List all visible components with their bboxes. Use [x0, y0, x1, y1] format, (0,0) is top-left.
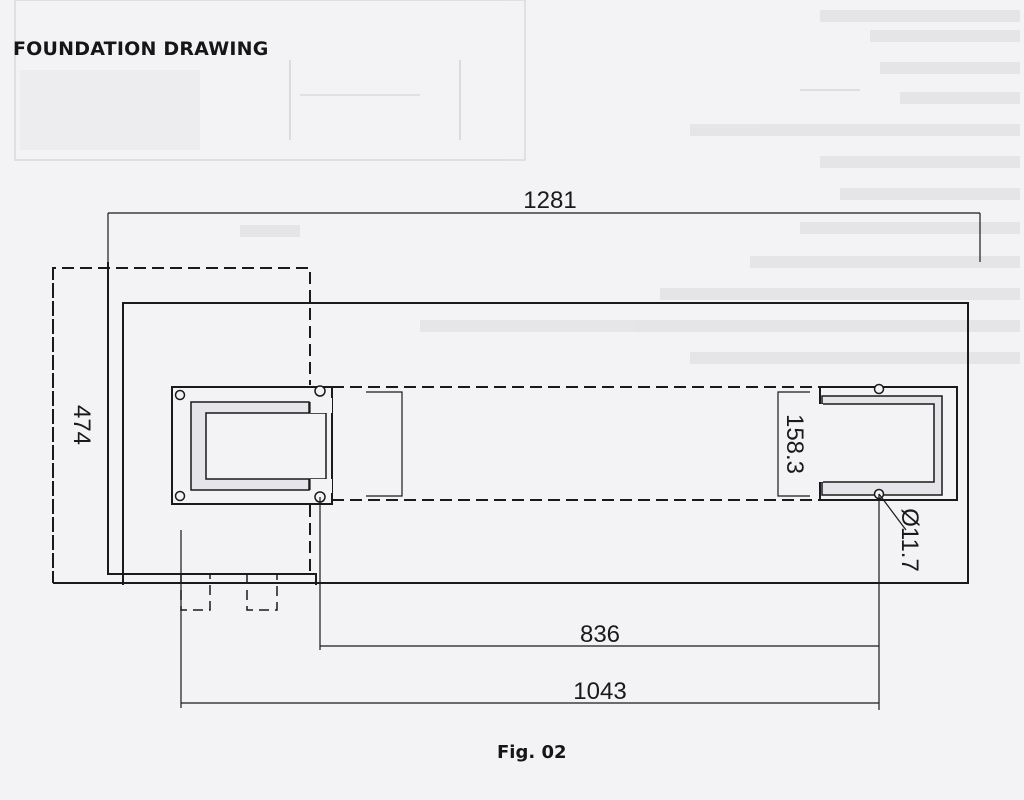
dimension-label-474: 474	[68, 405, 95, 445]
dimension-label-836: 836	[580, 621, 620, 648]
center-beam-dashed	[332, 386, 820, 501]
right-base-frame	[818, 383, 958, 501]
dimension-label-bolt-hole: Ø11.7	[896, 508, 923, 572]
base-plate-outline	[53, 262, 969, 585]
anchor-feet-dashed	[180, 574, 278, 611]
dimension-label-158-3: 158.3	[781, 414, 808, 474]
dimension-836: 836	[319, 494, 880, 710]
dimension-1043: 1043	[180, 530, 879, 708]
page-title: FOUNDATION DRAWING	[13, 38, 269, 60]
dimension-label-1043: 1043	[573, 678, 626, 705]
left-base-frame	[171, 385, 333, 505]
dimension-label-1281: 1281	[523, 187, 576, 214]
figure-caption: Fig. 02	[497, 742, 567, 763]
bolt-hole-callout: Ø11.7	[878, 493, 923, 572]
dimension-overall-length: 1281	[107, 187, 981, 262]
